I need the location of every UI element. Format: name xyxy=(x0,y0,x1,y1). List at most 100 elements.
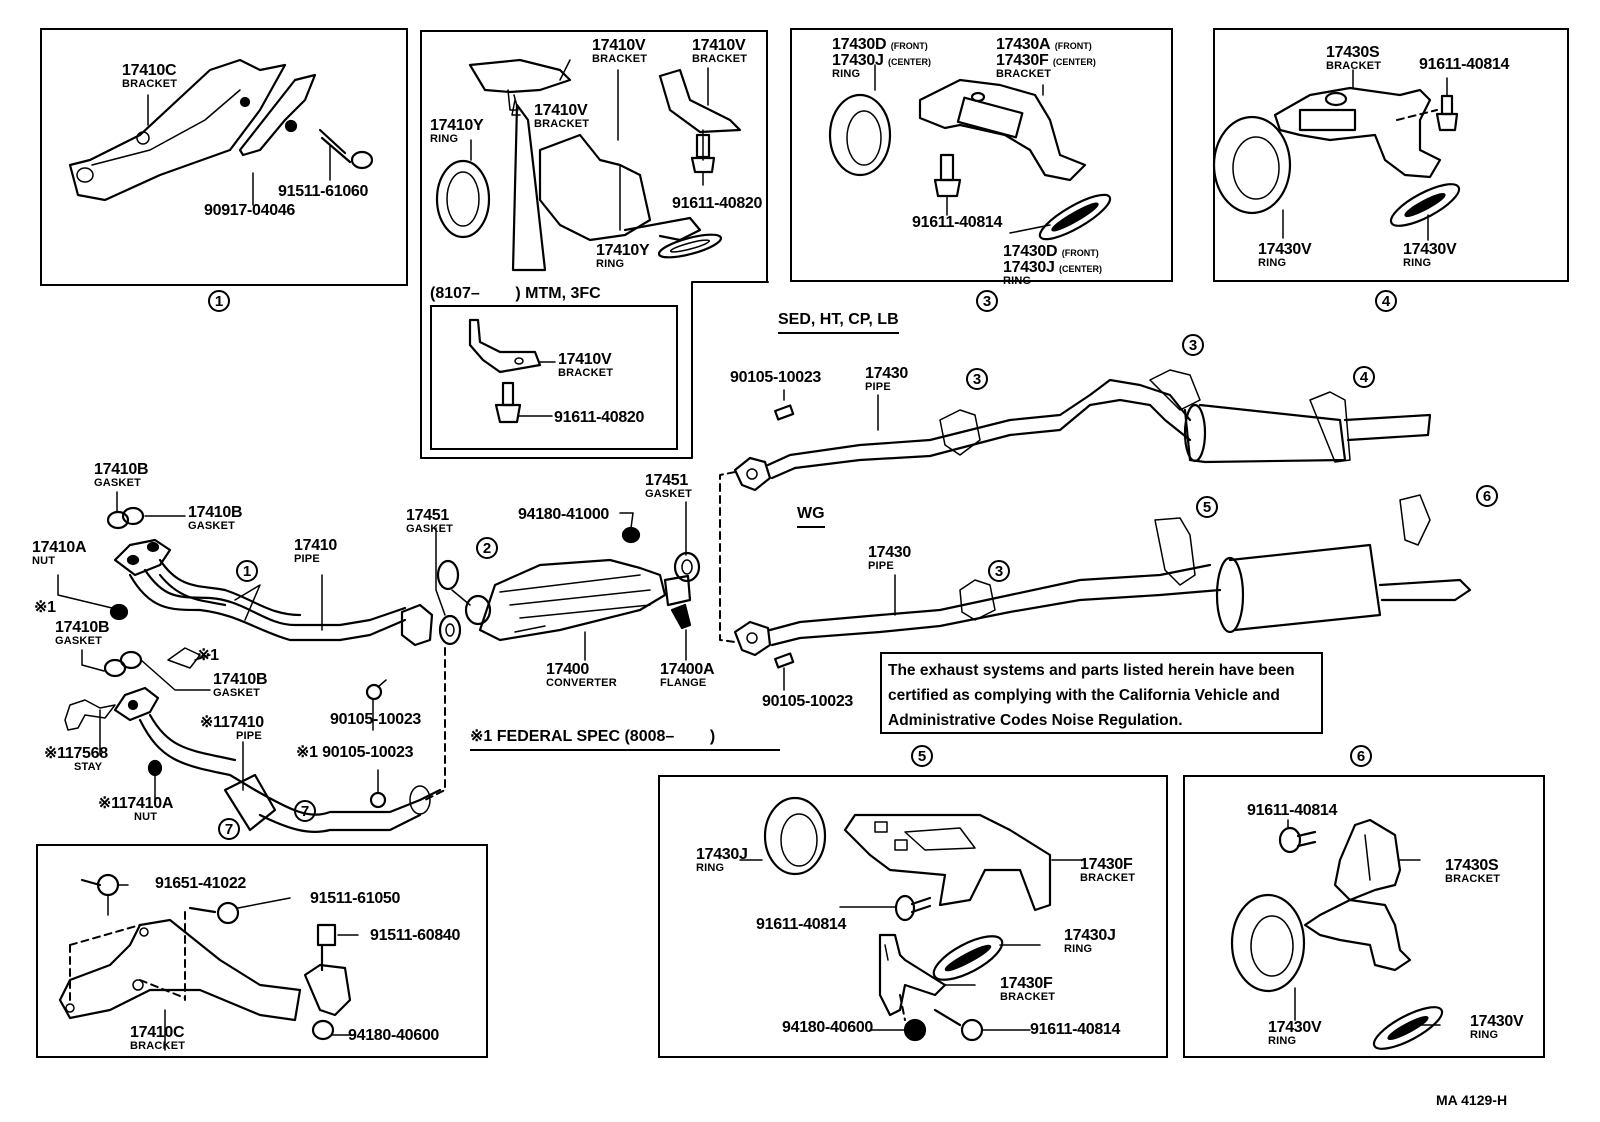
box4-callout-17430s: 17430S BRACKET xyxy=(1326,45,1381,72)
box2-frame xyxy=(420,30,768,282)
box2-callout-17410v-c: 17410V BRACKET xyxy=(534,103,589,130)
federal-mark-left: ※1 xyxy=(34,599,56,616)
callout-17410b-gasket-lower-right: 17410B GASKET xyxy=(213,672,268,699)
box5-callout-91611-40814-b: 91611-40814 xyxy=(1030,1021,1121,1038)
wg-ref-circle-6: 6 xyxy=(1476,485,1498,507)
callout-17410b-gasket-top: 17410B GASKET xyxy=(94,461,149,489)
part-number: 17410B xyxy=(55,619,110,636)
part-number: 17410B xyxy=(188,504,243,521)
part-number: 17430F xyxy=(996,52,1049,69)
box2-sub-callout-17410v: 17410V BRACKET xyxy=(558,352,613,379)
part-name: RING xyxy=(1003,275,1032,287)
box3-callout-91611-40814: 91611-40814 xyxy=(912,214,1003,231)
ref-circle-4: 4 xyxy=(1375,290,1397,312)
box2-callout-91611-40820: 91611-40820 xyxy=(672,195,763,212)
part-number: 17410 xyxy=(221,714,264,731)
box5-callout-17430f-a: 17430F BRACKET xyxy=(1080,857,1135,884)
converter-art xyxy=(436,471,736,661)
box6-callout-91611-40814: 91611-40814 xyxy=(1247,802,1338,819)
part-number: 17430D xyxy=(1003,243,1058,260)
front-pipe-art xyxy=(57,491,462,833)
part-name: RING xyxy=(596,258,625,270)
part-name: BRACKET xyxy=(1326,60,1382,72)
part-number: 17410C xyxy=(130,1024,185,1041)
callout-17410-pipe: 17410 PIPE xyxy=(294,538,337,565)
sed-ref-circle-3-b: 3 xyxy=(1182,334,1204,356)
box7-callout-17410c: 17410C BRACKET xyxy=(130,1025,185,1052)
note-line: certified as complying with the Californ… xyxy=(888,687,1280,704)
box7-callout-91651-41022: 91651-41022 xyxy=(155,875,247,892)
box6-frame xyxy=(1183,775,1545,1058)
part-name: PIPE xyxy=(294,553,320,565)
part-number: 17430D xyxy=(832,36,887,53)
box7-callout-91511-61050: 91511-61050 xyxy=(310,890,401,907)
box1-bracket-art xyxy=(68,58,374,206)
box4-callout-17430v-a: 17430V RING xyxy=(1258,242,1312,269)
part-number: 17410 xyxy=(294,537,337,554)
part-number: 17400 xyxy=(546,661,589,678)
box7-frame xyxy=(36,844,488,1058)
qualifier: (FRONT) xyxy=(1054,41,1092,51)
part-name: GASKET xyxy=(645,488,693,500)
box3-callout-ring-top: 17430D (FRONT) 17430J (CENTER) RING xyxy=(832,37,931,80)
ref-circle-7-main-b: 7 xyxy=(218,818,240,840)
part-name: GASKET xyxy=(55,635,103,647)
sed-ref-circle-3-a: 3 xyxy=(966,368,988,390)
part-number: 17430V xyxy=(1470,1013,1524,1030)
box6-callout-17430v-a: 17430V RING xyxy=(1268,1019,1322,1047)
wg-ref-circle-5: 5 xyxy=(1196,496,1218,518)
box5-callout-17430f-b: 17430F BRACKET xyxy=(1000,976,1055,1003)
box5-bracket-art xyxy=(739,796,1086,1042)
federal-mark: ※1 xyxy=(44,745,66,762)
part-name: NUT xyxy=(32,555,56,567)
box6-callout-17430s: 17430S BRACKET xyxy=(1445,858,1500,885)
callout-federal-17410-pipe: ※117410 PIPE xyxy=(200,715,264,742)
box7-callout-94180-40600: 94180-40600 xyxy=(348,1027,440,1044)
wg-callout-90105-10023: 90105-10023 xyxy=(762,693,854,710)
box7-bracket-art xyxy=(58,873,359,1051)
note-line: The exhaust systems and parts listed her… xyxy=(888,662,1295,679)
box2-sub-callout-91611-40820: 91611-40820 xyxy=(554,409,645,426)
part-number: 17430F xyxy=(1080,856,1133,873)
part-number: 17430J xyxy=(832,52,884,69)
part-number: 17430V xyxy=(1403,241,1457,258)
sed-ref-circle-4: 4 xyxy=(1353,366,1375,388)
box5-callout-17430j-a: 17430J RING xyxy=(696,847,748,874)
box5-callout-94180-40600: 94180-40600 xyxy=(782,1019,874,1036)
part-number: 17451 xyxy=(645,472,688,489)
box1-callout-91511-61060: 91511-61060 xyxy=(278,183,369,200)
part-name: GASKET xyxy=(94,477,142,489)
callout-90105-10023-front: 90105-10023 xyxy=(330,711,422,728)
ref-circle-1-main: 1 xyxy=(236,560,258,582)
part-number: 17430J xyxy=(1064,927,1116,944)
sed-callout-90105-10023: 90105-10023 xyxy=(730,369,822,386)
federal-mark: ※1 xyxy=(296,744,318,761)
part-name: BRACKET xyxy=(122,78,178,90)
part-number: 17430S xyxy=(1445,857,1499,874)
callout-17410b-gasket-right: 17410B GASKET xyxy=(188,504,243,532)
part-number: 17410B xyxy=(94,461,149,478)
wg-ref-circle-3: 3 xyxy=(988,560,1010,582)
box2-sub-bracket-art xyxy=(468,318,556,424)
part-name: BRACKET xyxy=(1445,873,1501,885)
part-number: 17430V xyxy=(1268,1019,1322,1036)
qualifier: (CENTER) xyxy=(1052,57,1096,67)
box1-callout-17410c: 17410C BRACKET xyxy=(122,63,177,90)
box4-callout-17430v-b: 17430V RING xyxy=(1403,241,1457,269)
box7-callout-91511-60840: 91511-60840 xyxy=(370,927,461,944)
part-name: RING xyxy=(832,68,861,80)
box4-bracket-art xyxy=(1212,69,1461,241)
box3-bracket-art xyxy=(828,64,1112,241)
part-name: BRACKET xyxy=(130,1040,186,1052)
federal-mark: ※1 xyxy=(200,714,222,731)
part-number: 17430J xyxy=(696,846,748,863)
ref-circle-5: 5 xyxy=(911,745,933,767)
note-line: Administrative Codes Noise Regulation. xyxy=(888,712,1183,729)
qualifier: (CENTER) xyxy=(1059,264,1103,274)
part-name: RING xyxy=(1064,943,1093,955)
callout-17451-gasket-left: 17451 GASKET xyxy=(406,508,453,535)
part-name: GASKET xyxy=(188,520,236,532)
part-number: 17430 xyxy=(865,365,908,382)
federal-mark: ※1 xyxy=(98,795,119,812)
